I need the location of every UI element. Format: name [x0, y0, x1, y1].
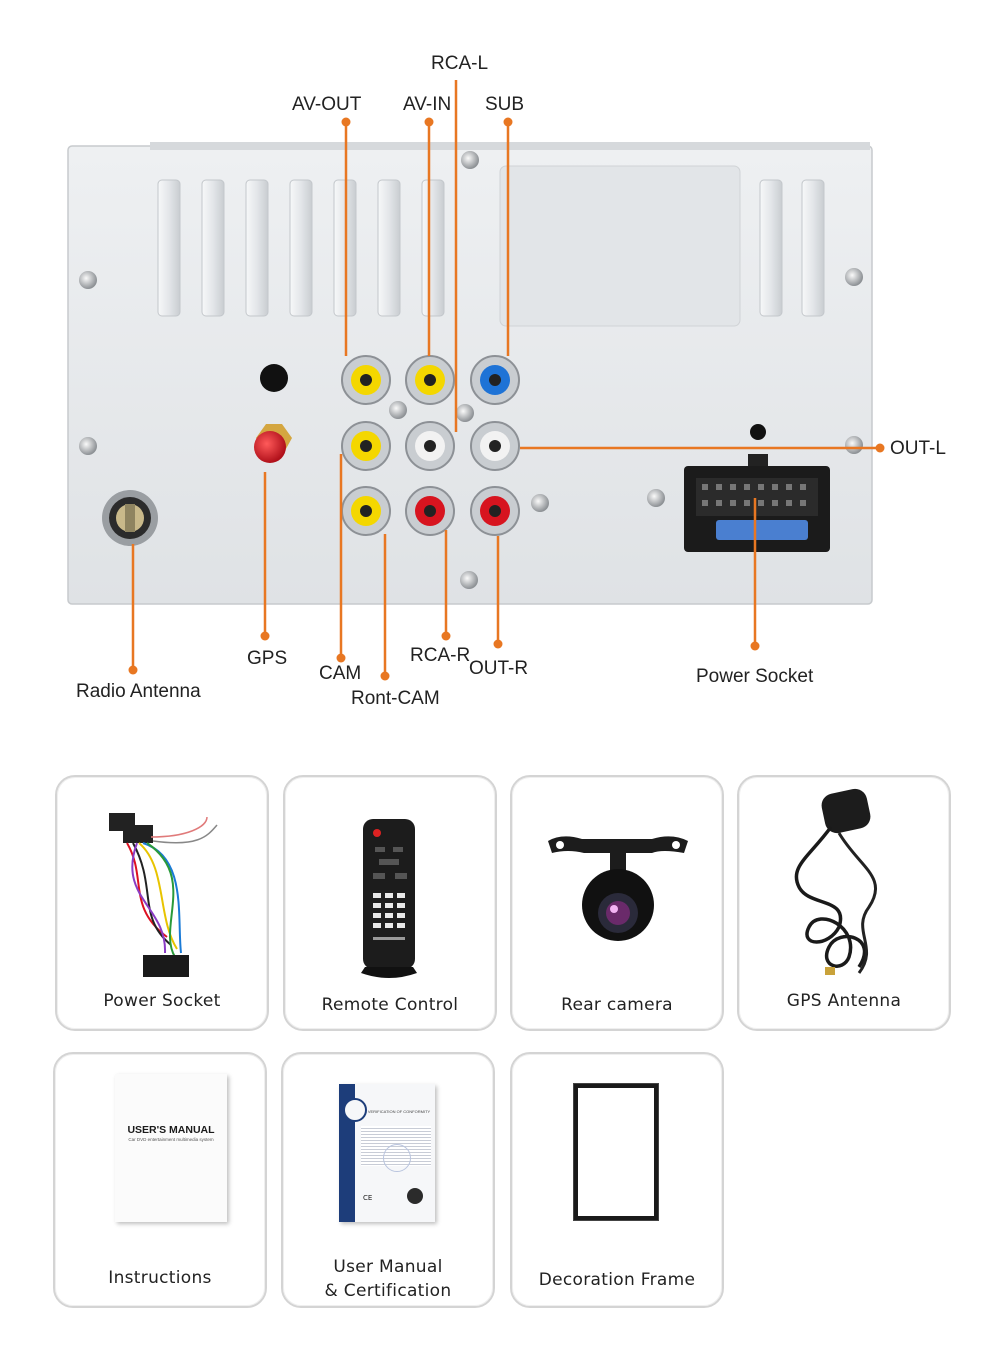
label-sub: SUB — [485, 94, 525, 115]
label-radio-antenna: Radio Antenna — [76, 681, 201, 702]
label-rca-l: RCA-L — [431, 53, 489, 74]
accessory-label: Decoration Frame — [538, 1270, 696, 1290]
accessory-card-user-manual-certification: VERIFICATION OF CONFORMITY CE User Manua… — [281, 1052, 495, 1308]
accessory-card-instructions: USER'S MANUAL Car DVD entertainment mult… — [53, 1052, 267, 1308]
head-unit-rear-panel — [67, 80, 885, 681]
accessory-card-remote-control: Remote Control — [283, 775, 497, 1031]
accessory-label: Remote Control — [321, 995, 459, 1015]
accessory-label-line1: User Manual — [333, 1257, 443, 1277]
accessory-label: Instructions — [108, 1268, 212, 1288]
accessory-card-power-socket: Power Socket — [55, 775, 269, 1031]
accessory-label: Rear camera — [561, 995, 673, 1015]
accessory-card-decoration-frame: Decoration Frame — [510, 1052, 724, 1308]
label-cam: CAM — [319, 663, 362, 684]
label-av-in: AV-IN — [403, 94, 452, 115]
rca-jacks — [341, 355, 520, 536]
manual-subtitle: Car DVD entertainment multimedia system — [128, 1137, 214, 1142]
connector-diagram: RCA-L AV-OUT AV-IN SUB OUT-L Radio Anten… — [67, 53, 946, 709]
certificate-title: VERIFICATION OF CONFORMITY — [367, 1109, 431, 1114]
label-rca-r: RCA-R — [410, 645, 471, 666]
instructions-booklet-icon: USER'S MANUAL Car DVD entertainment mult… — [115, 1074, 227, 1222]
label-out-l: OUT-L — [890, 438, 946, 459]
radio-antenna-socket — [102, 490, 158, 546]
screws — [79, 151, 863, 589]
accessory-label: GPS Antenna — [786, 991, 902, 1011]
certificate-icon: VERIFICATION OF CONFORMITY CE — [339, 1084, 435, 1222]
gps-connector — [254, 424, 292, 463]
label-av-out: AV-OUT — [292, 94, 362, 115]
callout-dots — [128, 117, 885, 681]
accessory-card-gps-antenna: GPS Antenna — [737, 775, 951, 1031]
wiring-harness-icon — [109, 813, 218, 977]
manual-title: USER'S MANUAL — [127, 1124, 215, 1136]
remote-control-icon — [361, 819, 417, 978]
label-power-socket: Power Socket — [696, 666, 814, 687]
accessory-label-line2: & Certification — [324, 1281, 452, 1301]
accessory-label: Power Socket — [103, 991, 221, 1011]
decoration-frame-icon — [574, 1084, 658, 1220]
vent-slots — [157, 179, 825, 317]
label-out-r: OUT-R — [469, 658, 529, 679]
label-front-cam: Ront-CAM — [351, 688, 440, 709]
power-socket-connector — [684, 454, 830, 552]
accessory-card-rear-camera: Rear camera — [510, 775, 724, 1031]
callout-lines — [131, 80, 880, 676]
label-gps: GPS — [247, 648, 288, 669]
gps-antenna-icon — [794, 788, 877, 975]
rear-camera-icon — [548, 836, 688, 941]
